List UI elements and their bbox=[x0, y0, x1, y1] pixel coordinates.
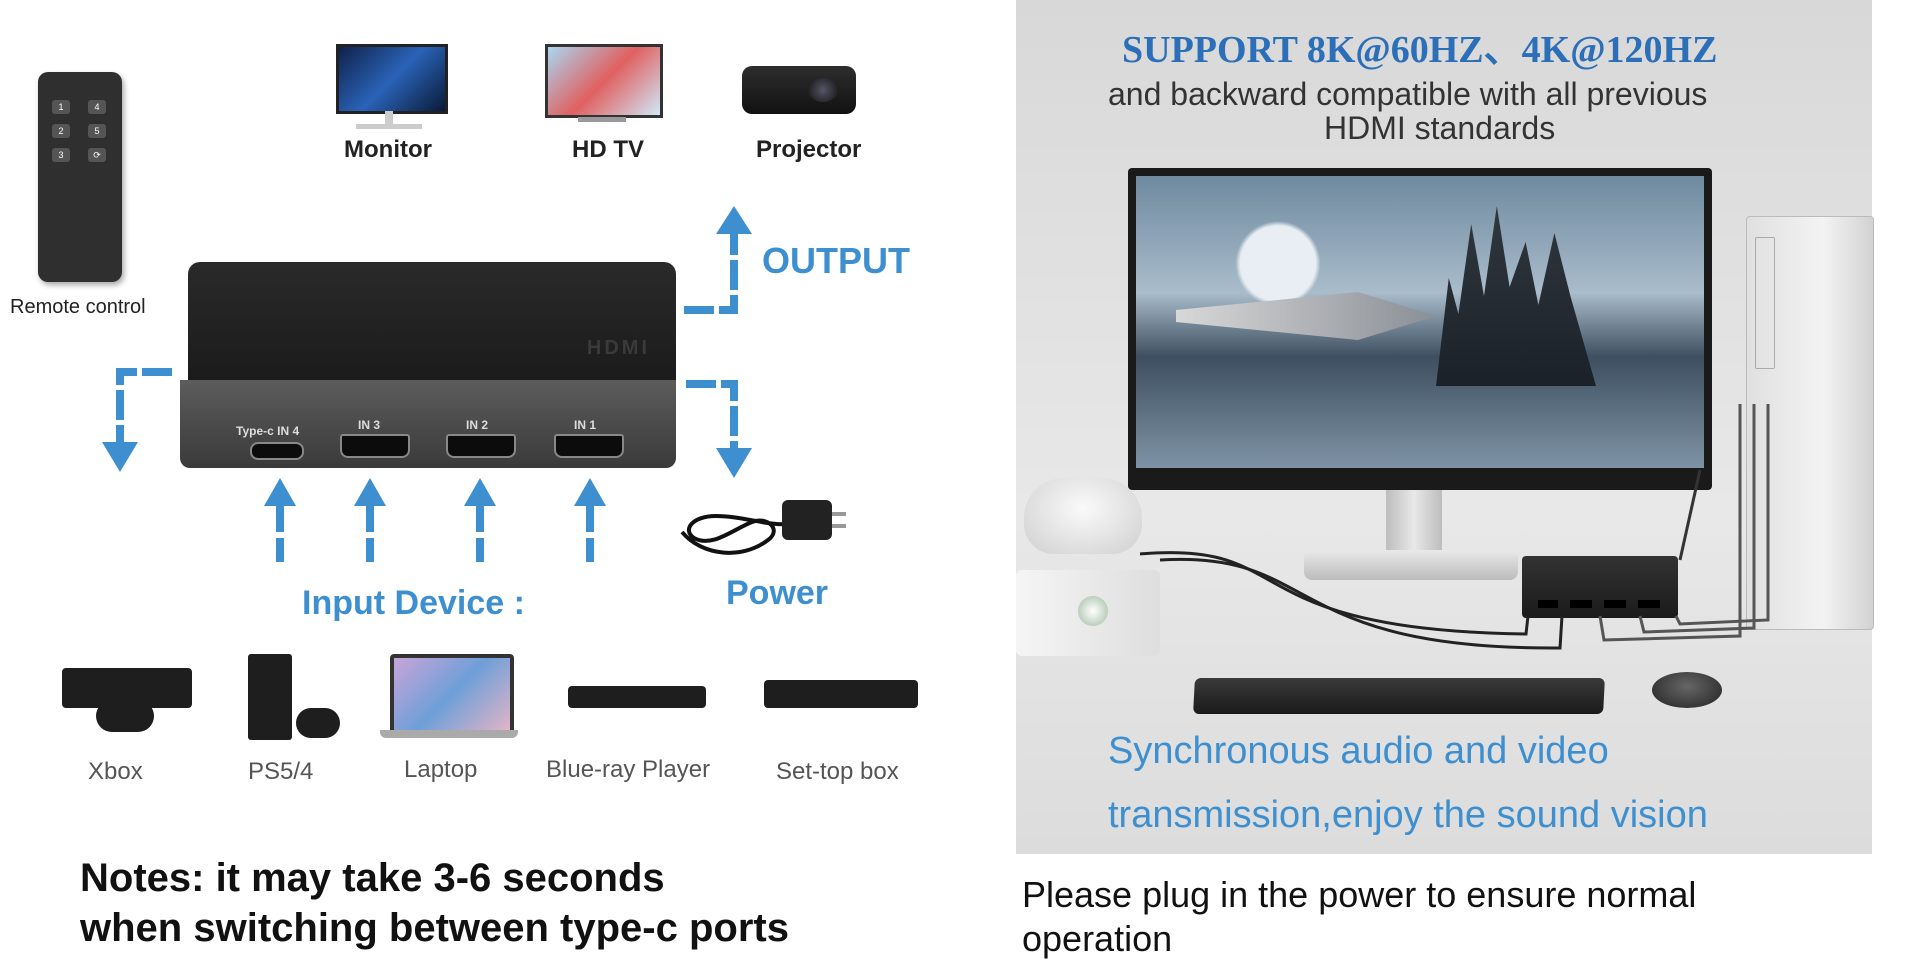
arrow-down-icon bbox=[686, 380, 752, 478]
monitor-base bbox=[1304, 550, 1518, 580]
subheadline-line-1: and backward compatible with all previou… bbox=[1108, 76, 1708, 112]
monitor-image bbox=[336, 44, 448, 114]
game-console-image bbox=[1016, 570, 1160, 656]
projector-image bbox=[742, 66, 856, 114]
output-projector-label: Projector bbox=[756, 136, 862, 163]
monitor-screen-image bbox=[1136, 176, 1704, 468]
hdmi-port-icon bbox=[1638, 600, 1660, 608]
power-adapter-icon bbox=[680, 500, 846, 555]
notes-line-1: Notes: it may take 3-6 seconds bbox=[80, 856, 665, 900]
subheadline-line-2: HDMI standards bbox=[1324, 110, 1556, 146]
remote-button: 2 bbox=[52, 124, 70, 138]
device-settop-label: Set-top box bbox=[776, 758, 899, 785]
usb-c-port-icon bbox=[250, 442, 304, 460]
monitor-stand bbox=[1386, 490, 1442, 552]
arrow-up-icon bbox=[684, 206, 752, 314]
port-label-in2: IN 2 bbox=[466, 418, 489, 432]
port-label-typec: Type-c IN 4 bbox=[236, 424, 300, 438]
hd-tv-image bbox=[545, 44, 663, 118]
settop-box-image bbox=[764, 680, 918, 708]
bluray-player-image bbox=[568, 686, 706, 708]
hdmi-switch-small-image bbox=[1522, 556, 1678, 618]
input-device-label: Input Device : bbox=[302, 584, 525, 622]
headline: SUPPORT 8K@60HZ、4K@120HZ bbox=[1122, 29, 1718, 71]
hdmi-switch-front: Type-c IN 4 IN 3 IN 2 IN 1 bbox=[180, 380, 676, 468]
laptop-base bbox=[380, 730, 518, 738]
device-xbox-label: Xbox bbox=[88, 758, 143, 785]
ps-console-image bbox=[248, 654, 292, 740]
ps-controller-image bbox=[296, 708, 340, 738]
arrow-down-icon bbox=[102, 368, 172, 472]
remote-button: ⟳ bbox=[88, 148, 106, 162]
hdmi-port-icon bbox=[554, 434, 624, 458]
hdmi-port-icon bbox=[1604, 600, 1626, 608]
sync-line-2: transmission,enjoy the sound vision bbox=[1108, 794, 1708, 836]
remote-control-label: Remote control bbox=[10, 296, 146, 318]
port-label-in3: IN 3 bbox=[358, 418, 381, 432]
console-power-icon bbox=[1078, 596, 1108, 626]
brand-logo: HDMI bbox=[586, 337, 650, 359]
monitor-stand bbox=[385, 111, 393, 125]
arrow-up-icon bbox=[354, 478, 386, 562]
arrow-up-icon bbox=[264, 478, 296, 562]
projector-lens bbox=[808, 78, 838, 102]
device-bluray-label: Blue-ray Player bbox=[546, 756, 711, 783]
remote-button: 4 bbox=[88, 100, 106, 114]
remote-button: 1 bbox=[52, 100, 70, 114]
keyboard-image bbox=[1193, 678, 1605, 714]
tower-bay bbox=[1755, 237, 1775, 369]
usb-c-port-icon bbox=[1538, 600, 1558, 608]
game-controller-image bbox=[1024, 478, 1142, 554]
notes-line-2: when switching between type-c ports bbox=[80, 906, 789, 950]
city-silhouette bbox=[1436, 206, 1596, 386]
output-monitor-label: Monitor bbox=[344, 136, 432, 163]
remote-button: 3 bbox=[52, 148, 70, 162]
arrow-up-icon bbox=[464, 478, 496, 562]
remote-control-image: 1 4 2 5 3 ⟳ bbox=[38, 72, 122, 282]
device-laptop-label: Laptop bbox=[404, 756, 478, 783]
hdmi-port-icon bbox=[340, 434, 410, 458]
remote-button: 5 bbox=[88, 124, 106, 138]
hdmi-port-icon bbox=[446, 434, 516, 458]
hdmi-port-icon bbox=[1570, 600, 1592, 608]
xbox-controller-image bbox=[96, 700, 154, 732]
port-label-in1: IN 1 bbox=[574, 418, 597, 432]
monitor-base bbox=[356, 124, 422, 129]
tv-stand bbox=[578, 117, 626, 122]
sync-line-1: Synchronous audio and video bbox=[1108, 730, 1609, 772]
device-ps-label: PS5/4 bbox=[248, 758, 314, 785]
mouse-image bbox=[1652, 672, 1722, 708]
power-note-line-2: operation bbox=[1022, 918, 1173, 959]
power-note-line-1: Please plug in the power to ensure norma… bbox=[1022, 874, 1697, 915]
cables bbox=[1139, 404, 1770, 650]
arrow-up-icon bbox=[574, 478, 606, 562]
output-label: OUTPUT bbox=[762, 240, 910, 281]
output-hdtv-label: HD TV bbox=[572, 136, 644, 163]
laptop-image bbox=[390, 654, 514, 734]
power-label: Power bbox=[726, 574, 829, 612]
spaceship bbox=[1176, 292, 1436, 340]
hdmi-switch-top: HDMI bbox=[188, 262, 676, 380]
